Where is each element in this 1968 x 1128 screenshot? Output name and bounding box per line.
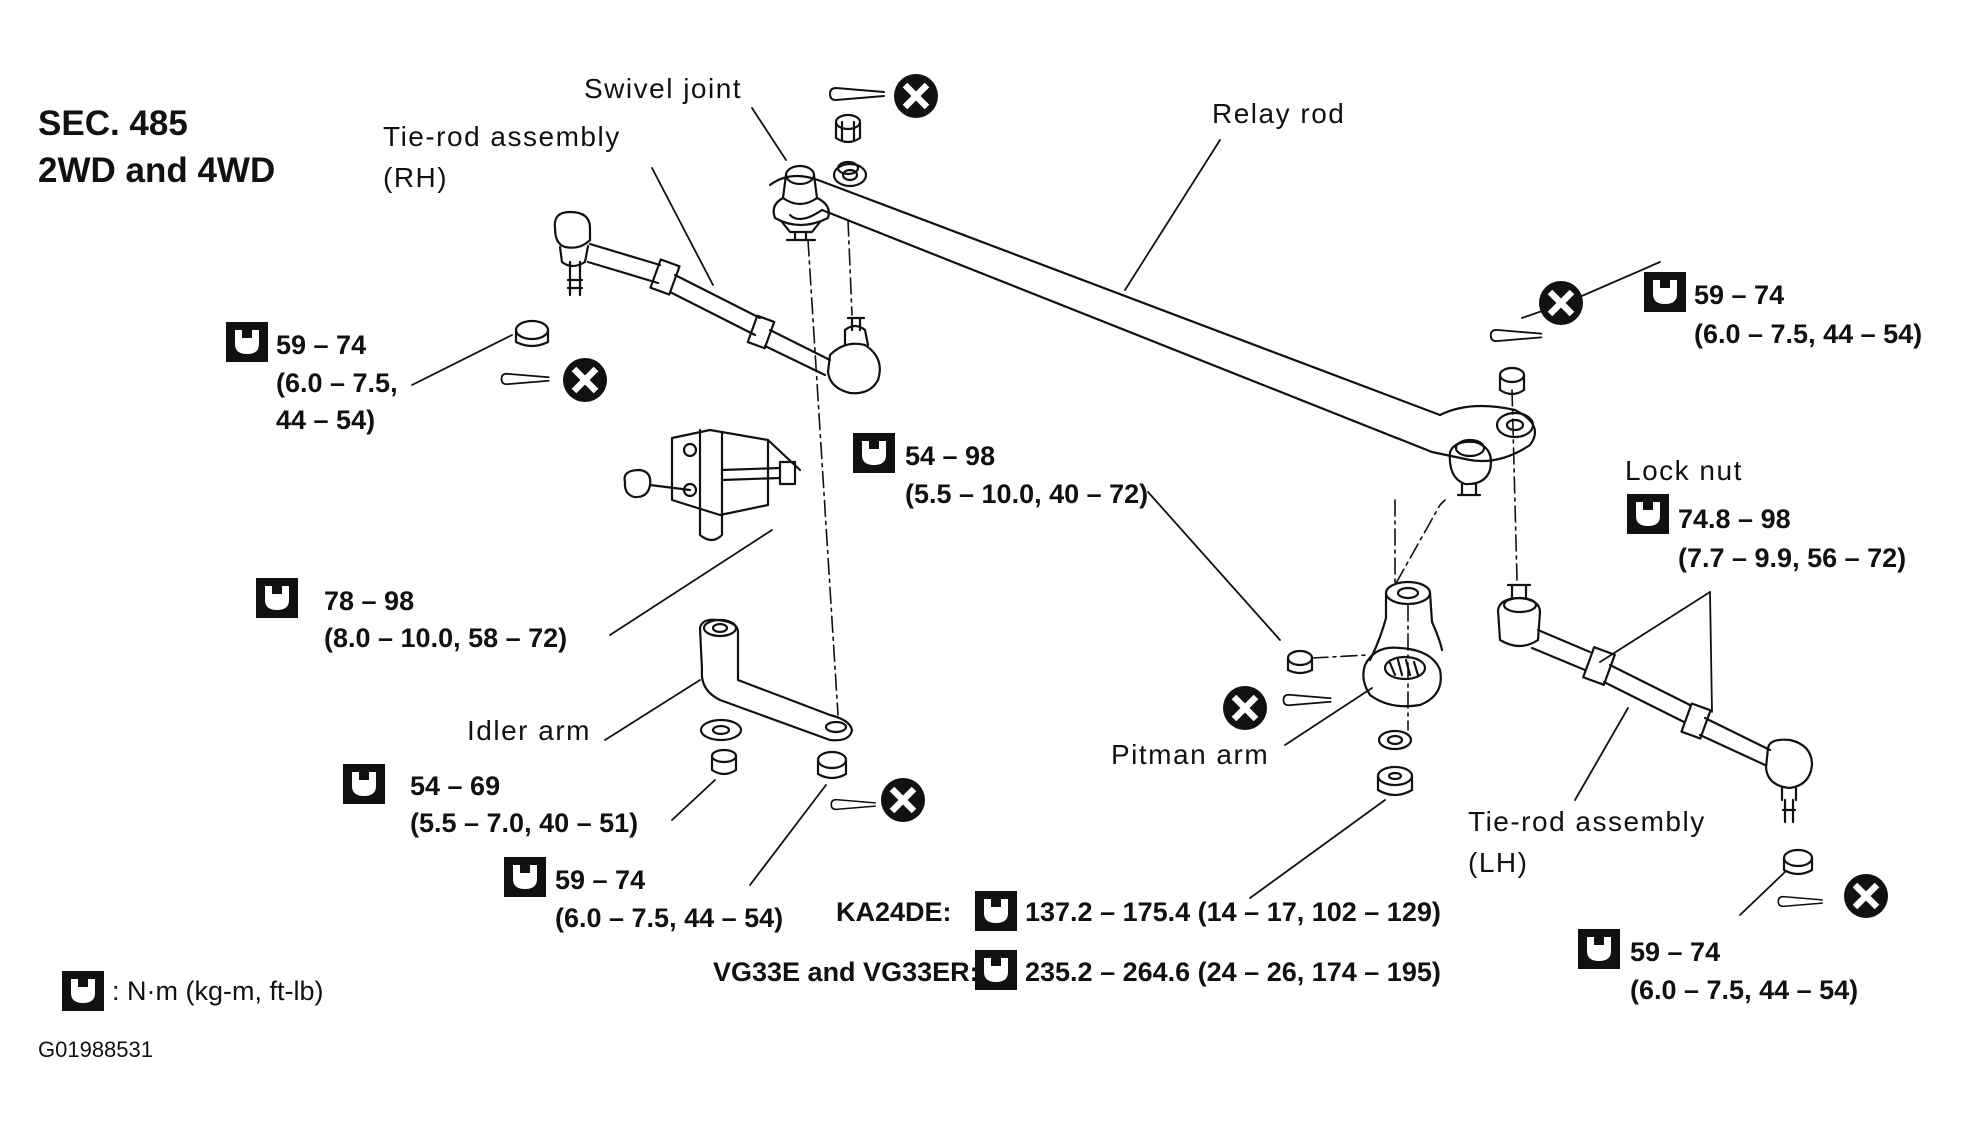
- label-idler-arm: Idler arm: [467, 715, 591, 746]
- do-not-reuse-icon: [563, 358, 607, 402]
- label-pitman-arm: Pitman arm: [1111, 739, 1270, 770]
- label-relay-rod: Relay rod: [1212, 98, 1346, 129]
- do-not-reuse-icon: [894, 74, 938, 118]
- pitman-arm: [1286, 580, 1444, 797]
- rh-tierod-castle-nut: [514, 319, 550, 348]
- torque-lh-tierod-nut: 59 – 74: [1630, 937, 1721, 967]
- do-not-reuse-icon: [1223, 686, 1267, 730]
- torque-pitman-ka24de-value: 137.2 – 175.4 (14 – 17, 102 – 129): [1025, 897, 1441, 927]
- torque-wrench-icon: [1644, 272, 1686, 312]
- cotter-pin-swivel: [828, 86, 886, 102]
- swivel-castle-nut: [834, 113, 862, 176]
- torque-wrench-icon: [343, 764, 385, 804]
- leader-lines: [411, 107, 1786, 916]
- torque-wrench-icon: [975, 891, 1017, 931]
- cotter-pin-rh: [500, 372, 550, 386]
- torque-relay-rh-nut: 59 – 74: [1694, 280, 1785, 310]
- torque-rh-tierod-nut-alt2: 44 – 54): [276, 405, 376, 435]
- do-not-reuse-icon: [1844, 874, 1888, 918]
- torque-wrench-icon: [504, 857, 546, 897]
- torque-wrench-icon: [226, 322, 268, 362]
- label-tie-rod-rh: Tie-rod assembly: [383, 121, 621, 152]
- torque-wrench-icon: [975, 950, 1017, 990]
- torque-rh-tierod-nut-alt: (6.0 – 7.5,: [276, 368, 398, 398]
- cotter-pin-idler: [830, 798, 877, 811]
- tie-rod-rh: [553, 210, 881, 395]
- torque-wrench-icon: [1627, 494, 1669, 534]
- centerlines: [807, 219, 1518, 731]
- torque-lh-tierod-nut-alt: (6.0 – 7.5, 44 – 54): [1630, 975, 1859, 1005]
- figure-id: G01988531: [38, 1037, 153, 1062]
- swivel-joint: [772, 164, 830, 242]
- torque-lock-nut-alt: (7.7 – 9.9, 56 – 72): [1678, 543, 1907, 573]
- label-swivel-joint: Swivel joint: [584, 73, 743, 104]
- torque-wrench-icon: [1578, 929, 1620, 969]
- torque-lock-nut: 74.8 – 98: [1678, 504, 1791, 534]
- torque-swivel-nut: 54 – 98: [905, 441, 996, 471]
- torque-idler-castle: 59 – 74: [555, 865, 646, 895]
- torque-idler-castle-alt: (6.0 – 7.5, 44 – 54): [555, 903, 784, 933]
- torque-wrench-icon: [62, 971, 104, 1011]
- idler-bracket: [623, 428, 802, 542]
- label-tie-rod-lh: Tie-rod assembly: [1468, 806, 1706, 837]
- torque-relay-rh-nut-alt: (6.0 – 7.5, 44 – 54): [1694, 319, 1923, 349]
- do-not-reuse-icon: [1539, 281, 1583, 325]
- cotter-pin-relay: [1489, 328, 1543, 343]
- torque-pitman-vg33e-engine: VG33E and VG33ER:: [713, 957, 979, 987]
- torque-idler-nut-alt: (5.5 – 7.0, 40 – 51): [410, 808, 639, 838]
- do-not-reuse-icon: [881, 778, 925, 822]
- torque-bracket-bolt-alt: (8.0 – 10.0, 58 – 72): [324, 623, 568, 653]
- relay-lh-joint: [1448, 366, 1526, 497]
- lh-tierod-castle-nut: [1782, 848, 1814, 876]
- cotter-pin-pitman: [1282, 693, 1332, 707]
- cotter-pin-lh: [1777, 895, 1824, 908]
- legend-unit: : N·m (kg-m, ft-lb): [112, 976, 324, 1006]
- label-lock-nut: Lock nut: [1625, 455, 1743, 486]
- torque-bracket-bolt: 78 – 98: [324, 586, 415, 616]
- tie-rod-lh: [1496, 583, 1814, 824]
- torque-wrench-icon: [256, 578, 298, 618]
- relay-rod: [768, 162, 1537, 463]
- section-subtitle: 2WD and 4WD: [38, 151, 276, 190]
- torque-rh-tierod-nut: 59 – 74: [276, 330, 367, 360]
- torque-pitman-vg33e-value: 235.2 – 264.6 (24 – 26, 174 – 195): [1025, 957, 1441, 987]
- torque-wrench-icon: [853, 433, 895, 473]
- section-title: SEC. 485: [38, 104, 188, 143]
- torque-pitman-ka24de-engine: KA24DE:: [836, 897, 952, 927]
- torque-idler-nut: 54 – 69: [410, 771, 501, 801]
- torque-swivel-nut-alt: (5.5 – 10.0, 40 – 72): [905, 479, 1149, 509]
- label-tie-rod-rh-side: (RH): [383, 162, 449, 193]
- idler-arm: [698, 618, 854, 780]
- label-tie-rod-lh-side: (LH): [1468, 847, 1529, 878]
